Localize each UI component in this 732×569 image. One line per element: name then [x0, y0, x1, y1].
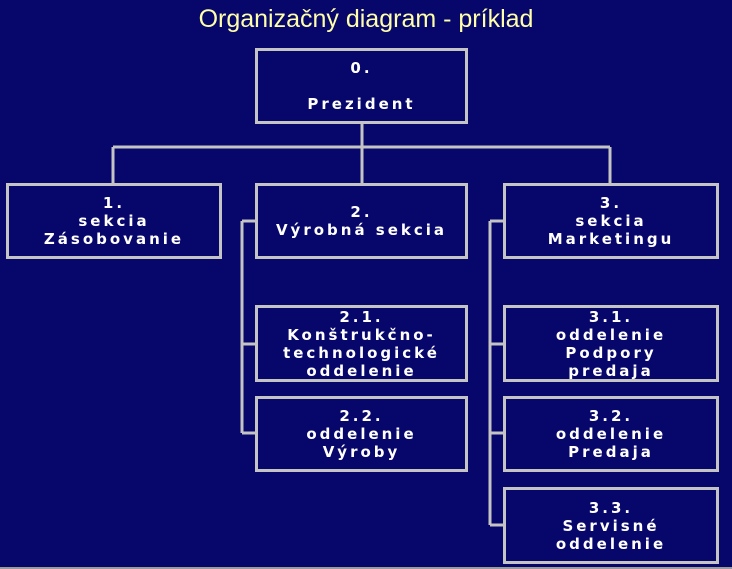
node-dept-3-2-label: 3.2. oddelenie Predaja: [555, 407, 667, 461]
node-dept-3-1-label: 3.1. oddelenie Podpory predaja: [555, 307, 667, 380]
node-section-3-label: 3. sekcia Marketingu: [547, 194, 675, 248]
node-section-2-production: 2. Výrobná sekcia: [255, 183, 468, 259]
node-section-1-supply: 1. sekcia Zásobovanie: [6, 183, 222, 259]
node-dept-2-2-label: 2.2. oddelenie Výroby: [306, 407, 417, 461]
bottom-edge-strip: [0, 567, 732, 569]
node-dept-2-2-production: 2.2. oddelenie Výroby: [255, 396, 468, 472]
node-dept-3-3-service: 3.3. Servisné oddelenie: [503, 487, 719, 564]
node-section-1-label: 1. sekcia Zásobovanie: [43, 194, 185, 248]
node-section-3-marketing: 3. sekcia Marketingu: [503, 183, 719, 259]
node-dept-3-3-label: 3.3. Servisné oddelenie: [555, 498, 667, 553]
diagram-title: Organizačný diagram - príklad: [198, 5, 534, 33]
node-president: 0. Prezident: [255, 48, 468, 124]
node-dept-2-1-engineering: 2.1. Konštrukčno- technologické oddeleni…: [255, 305, 468, 382]
node-dept-2-1-label: 2.1. Konštrukčno- technologické oddeleni…: [283, 307, 440, 380]
node-dept-3-1-sales-support: 3.1. oddelenie Podpory predaja: [503, 305, 719, 382]
node-president-label: 0. Prezident: [307, 59, 416, 113]
node-dept-3-2-sales: 3.2. oddelenie Predaja: [503, 396, 719, 472]
node-section-2-label: 2. Výrobná sekcia: [275, 203, 448, 239]
